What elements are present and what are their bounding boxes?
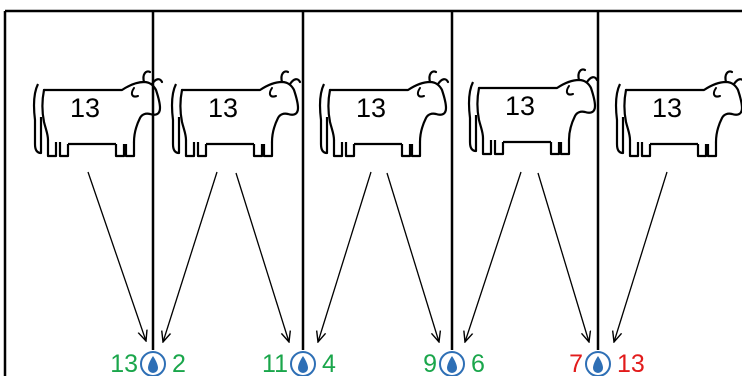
cow-number: 13 xyxy=(70,93,100,123)
trough-right-count: 13 xyxy=(617,350,645,376)
trough-left-count: 7 xyxy=(569,350,583,376)
cow-number: 13 xyxy=(356,93,386,123)
trough-right-count: 4 xyxy=(322,350,336,376)
trough-right-count: 6 xyxy=(471,350,485,376)
cow-number: 13 xyxy=(505,91,535,121)
water-drop-icon xyxy=(447,356,457,373)
trough-left-count: 13 xyxy=(110,350,138,376)
trough-1: 13 2 xyxy=(110,350,186,376)
arrow xyxy=(386,172,439,342)
water-drop-icon xyxy=(298,356,308,373)
trough-2: 11 4 xyxy=(262,350,336,376)
water-drop-icon xyxy=(148,356,158,373)
cow-3: 13 xyxy=(318,70,450,158)
trough-right-count: 2 xyxy=(172,350,186,376)
cow-5: 13 xyxy=(614,70,742,158)
cow-2: 13 xyxy=(170,70,302,158)
arrow xyxy=(318,171,372,342)
trough-4: 7 13 xyxy=(569,350,645,376)
cow-number: 13 xyxy=(652,93,682,123)
cow-4: 13 xyxy=(467,68,599,156)
arrow xyxy=(614,171,668,342)
arrow xyxy=(163,171,218,342)
arrow xyxy=(537,172,589,342)
cow-1: 13 xyxy=(32,70,164,158)
cow-number: 13 xyxy=(208,93,238,123)
trough-3: 9 6 xyxy=(423,350,485,376)
arrow xyxy=(87,171,146,341)
trough-left-count: 9 xyxy=(423,350,437,376)
arrow xyxy=(235,172,289,342)
trough-left-count: 11 xyxy=(262,350,288,376)
water-drop-icon xyxy=(593,356,603,373)
arrow xyxy=(465,171,522,342)
